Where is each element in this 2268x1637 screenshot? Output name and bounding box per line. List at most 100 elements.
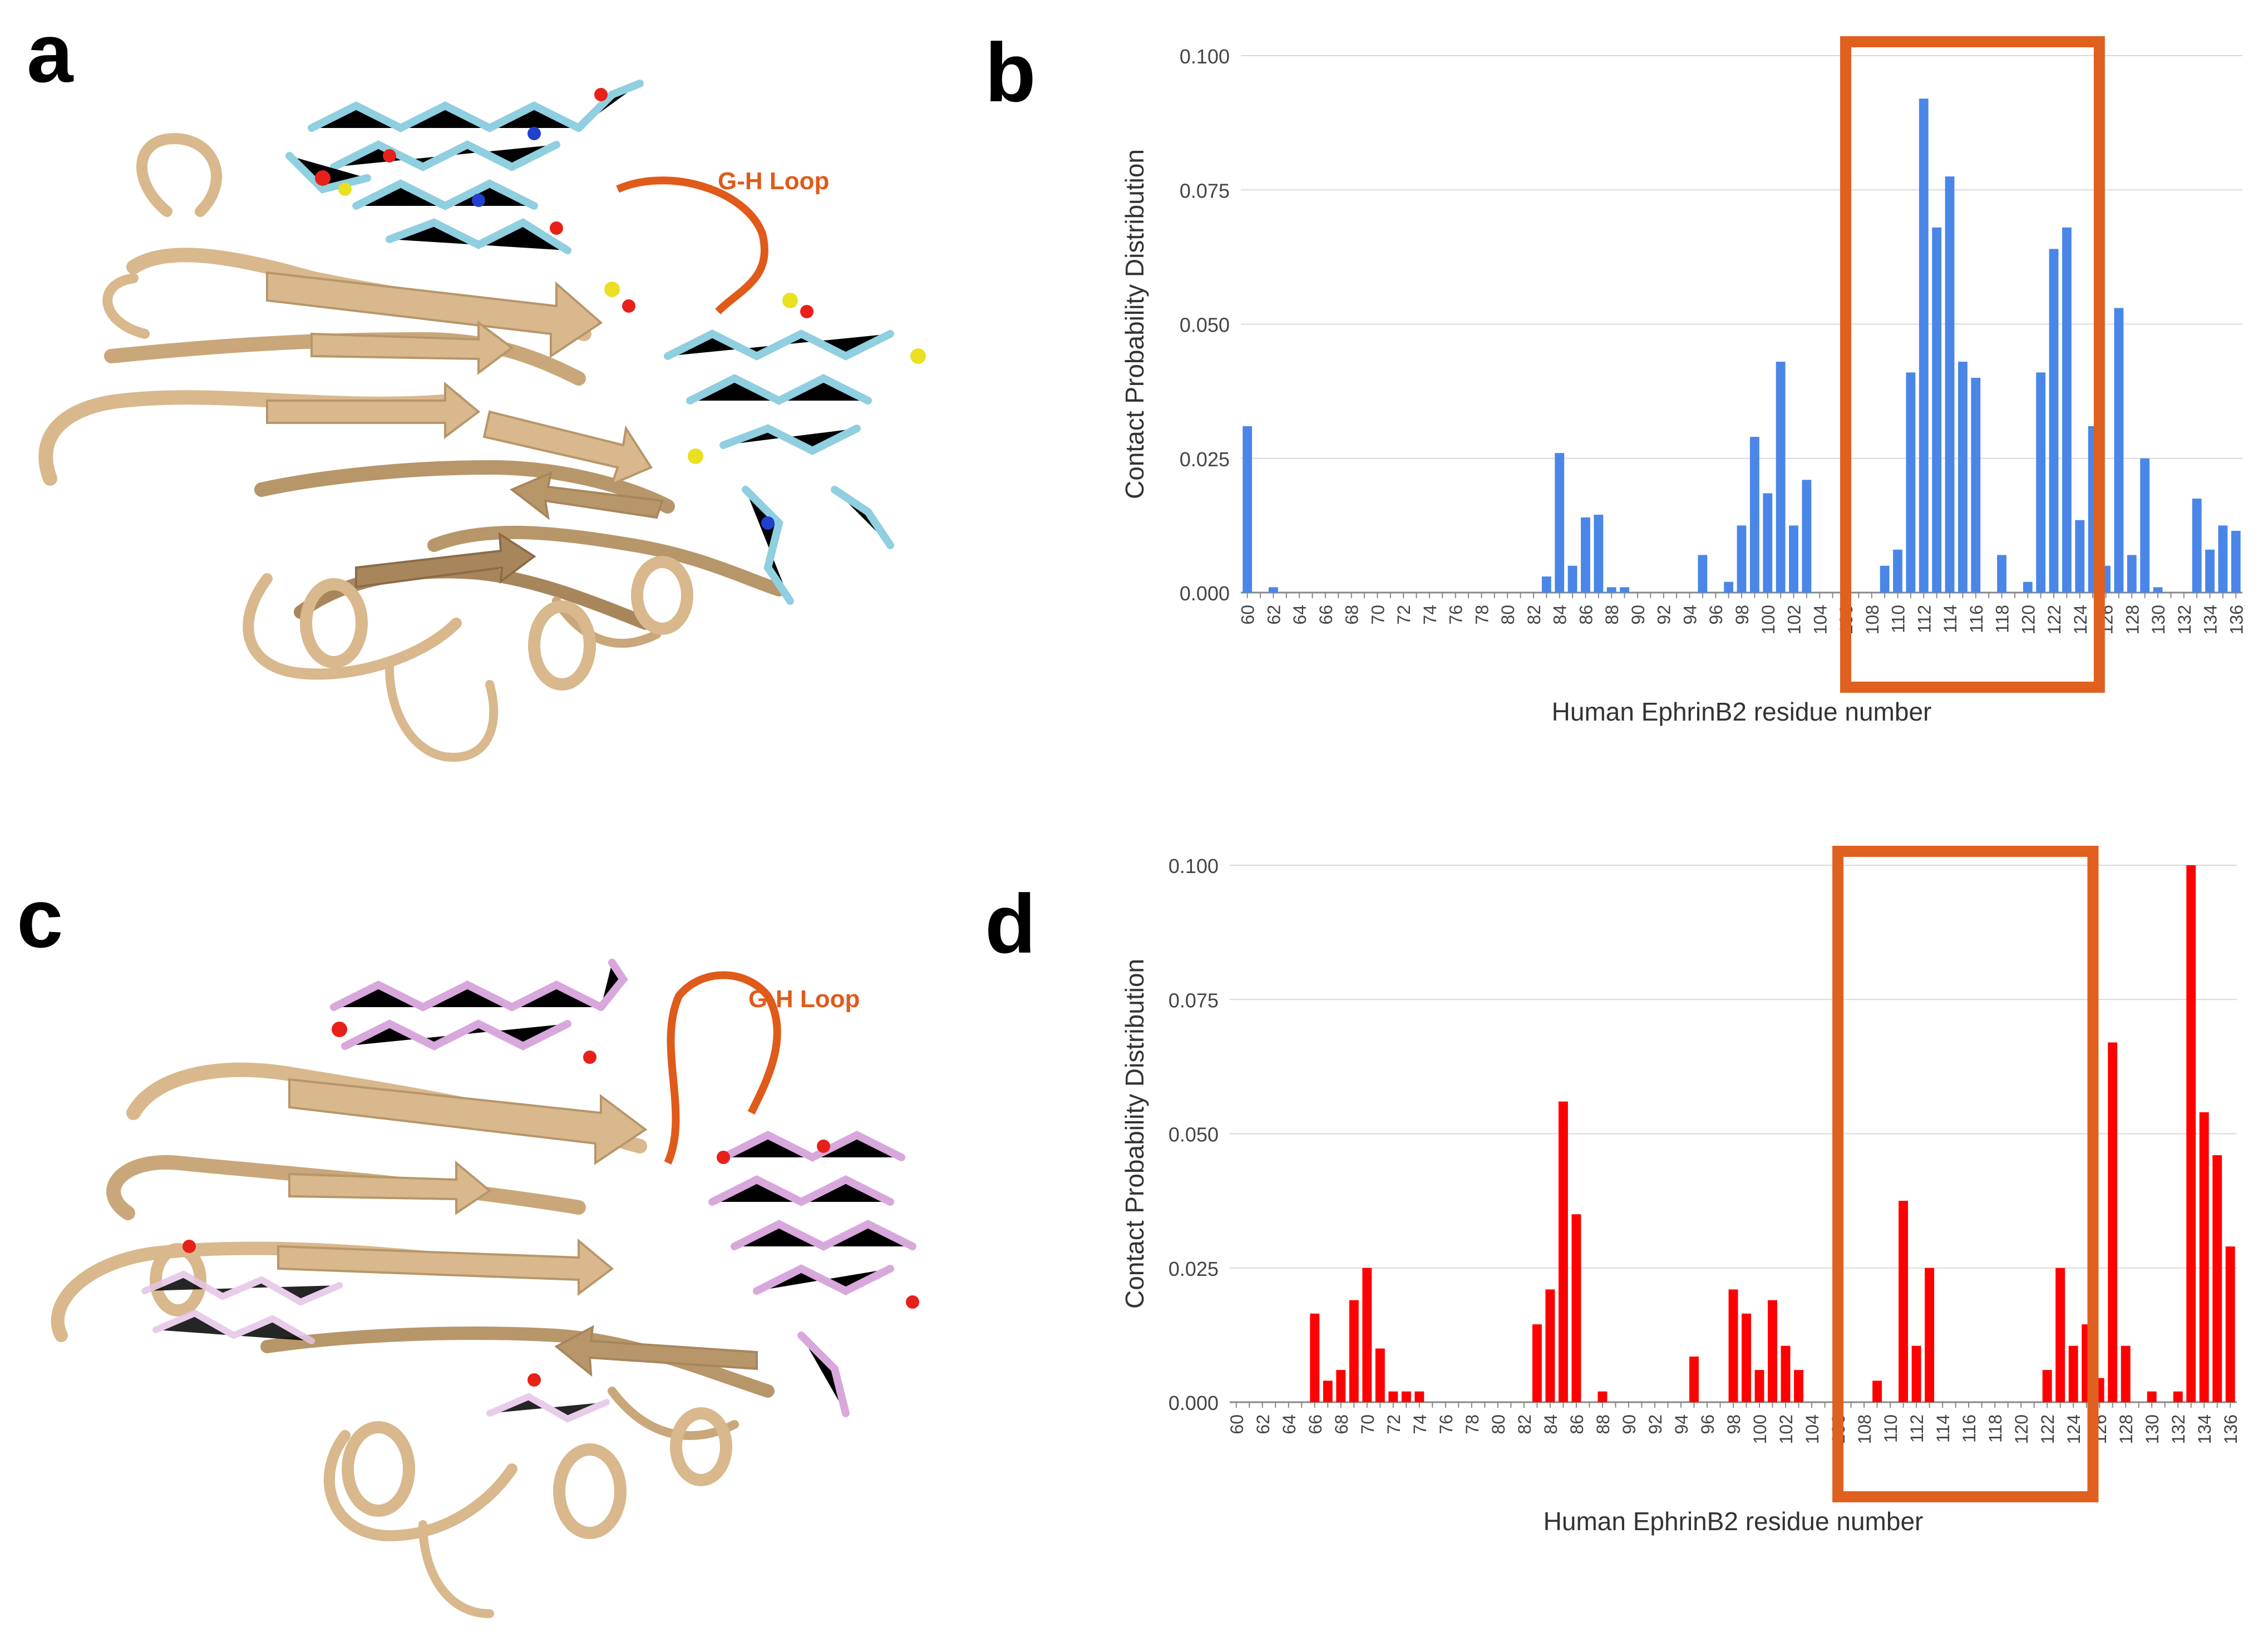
bar-133	[2186, 865, 2196, 1402]
bar-62	[1269, 587, 1278, 593]
x-tick-label: 100	[1758, 605, 1778, 634]
bar-124	[2075, 520, 2085, 593]
y-tick-label: 0.050	[1180, 314, 1230, 337]
protein-ribbon	[51, 1062, 775, 1618]
bar-97	[1724, 581, 1734, 593]
x-tick-label: 104	[1802, 1414, 1822, 1444]
x-tick-label: 134	[2201, 605, 2221, 634]
x-tick-label: 68	[1342, 605, 1362, 625]
y-tick-label: 0.000	[1180, 582, 1230, 605]
x-axis-label: Human EphrinB2 residue number	[1552, 697, 1932, 726]
bar-72	[1388, 1391, 1398, 1402]
x-tick-label: 116	[1959, 1414, 1979, 1443]
panel-label-c: c	[17, 871, 63, 965]
x-tick-label: 136	[2221, 1414, 2241, 1444]
x-tick-label: 124	[2070, 605, 2090, 634]
bar-109	[1872, 1380, 1882, 1402]
bar-103	[1802, 480, 1812, 593]
x-tick-label: 76	[1436, 1414, 1456, 1434]
bar-134	[2205, 549, 2215, 593]
x-tick-label: 92	[1654, 605, 1674, 625]
beta-strands	[277, 1078, 758, 1377]
bar-133	[2192, 499, 2202, 593]
bar-98	[1737, 525, 1747, 593]
x-tick-label: 128	[2116, 1414, 2136, 1444]
y-tick-label: 0.075	[1180, 179, 1230, 202]
x-tick-label: 124	[2064, 1414, 2084, 1444]
x-tick-label: 62	[1264, 605, 1284, 625]
x-tick-label: 94	[1672, 1414, 1692, 1434]
bar-121	[2036, 372, 2046, 593]
x-tick-label: 80	[1498, 605, 1518, 625]
x-tick-label: 130	[2142, 1414, 2162, 1444]
atom-markers-a	[315, 88, 926, 530]
bar-86	[1581, 517, 1590, 593]
x-tick-label: 132	[2175, 605, 2195, 634]
bar-74	[1414, 1391, 1424, 1402]
bar-122	[2042, 1370, 2052, 1402]
x-tick-label: 62	[1253, 1414, 1273, 1434]
bar-99	[1749, 437, 1759, 593]
ligand-cluster-c3	[141, 1270, 610, 1423]
x-tick-label: 122	[2044, 605, 2064, 634]
x-tick-label: 86	[1567, 1414, 1587, 1434]
bar-128	[2121, 1345, 2131, 1402]
x-tick-label: 96	[1698, 1414, 1718, 1434]
bar-128	[2127, 555, 2137, 593]
x-tick-label: 130	[2148, 605, 2168, 634]
beta-strands	[266, 271, 664, 589]
x-tick-label: 114	[1940, 605, 1960, 633]
x-tick-label: 108	[1862, 605, 1882, 634]
x-tick-label: 68	[1332, 1414, 1352, 1434]
bar-100	[1763, 493, 1773, 593]
y-tick-label: 0.000	[1168, 1392, 1219, 1414]
bar-102	[1789, 525, 1798, 593]
bar-130	[2153, 587, 2163, 593]
x-tick-label: 112	[1914, 605, 1934, 633]
x-tick-label: 78	[1472, 605, 1492, 625]
bar-69	[1349, 1300, 1359, 1402]
bar-115	[1958, 362, 1968, 593]
x-tick-label: 70	[1368, 605, 1388, 625]
x-tick-label: 84	[1550, 605, 1570, 625]
x-tick-label: 80	[1488, 1414, 1508, 1434]
bar-132	[2173, 1391, 2183, 1402]
x-tick-label: 60	[1238, 605, 1258, 625]
x-tick-label: 120	[2018, 605, 2038, 634]
ligand-cluster-c2	[708, 1131, 916, 1417]
bar-85	[1567, 565, 1577, 593]
x-tick-label: 112	[1907, 1414, 1927, 1443]
bar-109	[1880, 565, 1890, 593]
panel-label-b: b	[985, 26, 1036, 119]
ligand-cluster-a2	[664, 329, 894, 605]
x-tick-label: 78	[1462, 1414, 1482, 1434]
x-tick-label: 98	[1724, 1414, 1744, 1434]
x-tick-label: 64	[1290, 605, 1310, 625]
bar-89	[1620, 587, 1630, 593]
helices	[300, 556, 693, 691]
panel-label-a: a	[27, 6, 73, 100]
gh-loop-label-c: G-H Loop	[748, 985, 860, 1013]
x-tick-label: 82	[1524, 605, 1544, 625]
x-tick-label: 128	[2122, 605, 2142, 634]
bar-123	[2062, 227, 2072, 593]
bar-123	[2055, 1268, 2065, 1402]
bar-66	[1310, 1313, 1320, 1402]
bar-113	[1925, 1268, 1935, 1402]
bar-120	[2023, 581, 2033, 593]
x-tick-label: 64	[1279, 1414, 1299, 1434]
x-tick-label: 100	[1750, 1414, 1770, 1444]
panel-label-d: d	[985, 877, 1036, 970]
x-tick-label: 120	[2011, 1414, 2032, 1444]
y-tick-label: 0.025	[1168, 1258, 1219, 1280]
bar-98	[1728, 1289, 1738, 1402]
bar-103	[1794, 1370, 1803, 1402]
bar-135	[2218, 525, 2228, 593]
bar-134	[2199, 1112, 2209, 1402]
y-tick-label: 0.050	[1168, 1123, 1219, 1146]
x-tick-label: 92	[1645, 1414, 1665, 1434]
bar-130	[2147, 1391, 2157, 1402]
x-tick-label: 88	[1593, 1414, 1613, 1434]
protein-structure-c: G-H Loop	[51, 959, 919, 1618]
